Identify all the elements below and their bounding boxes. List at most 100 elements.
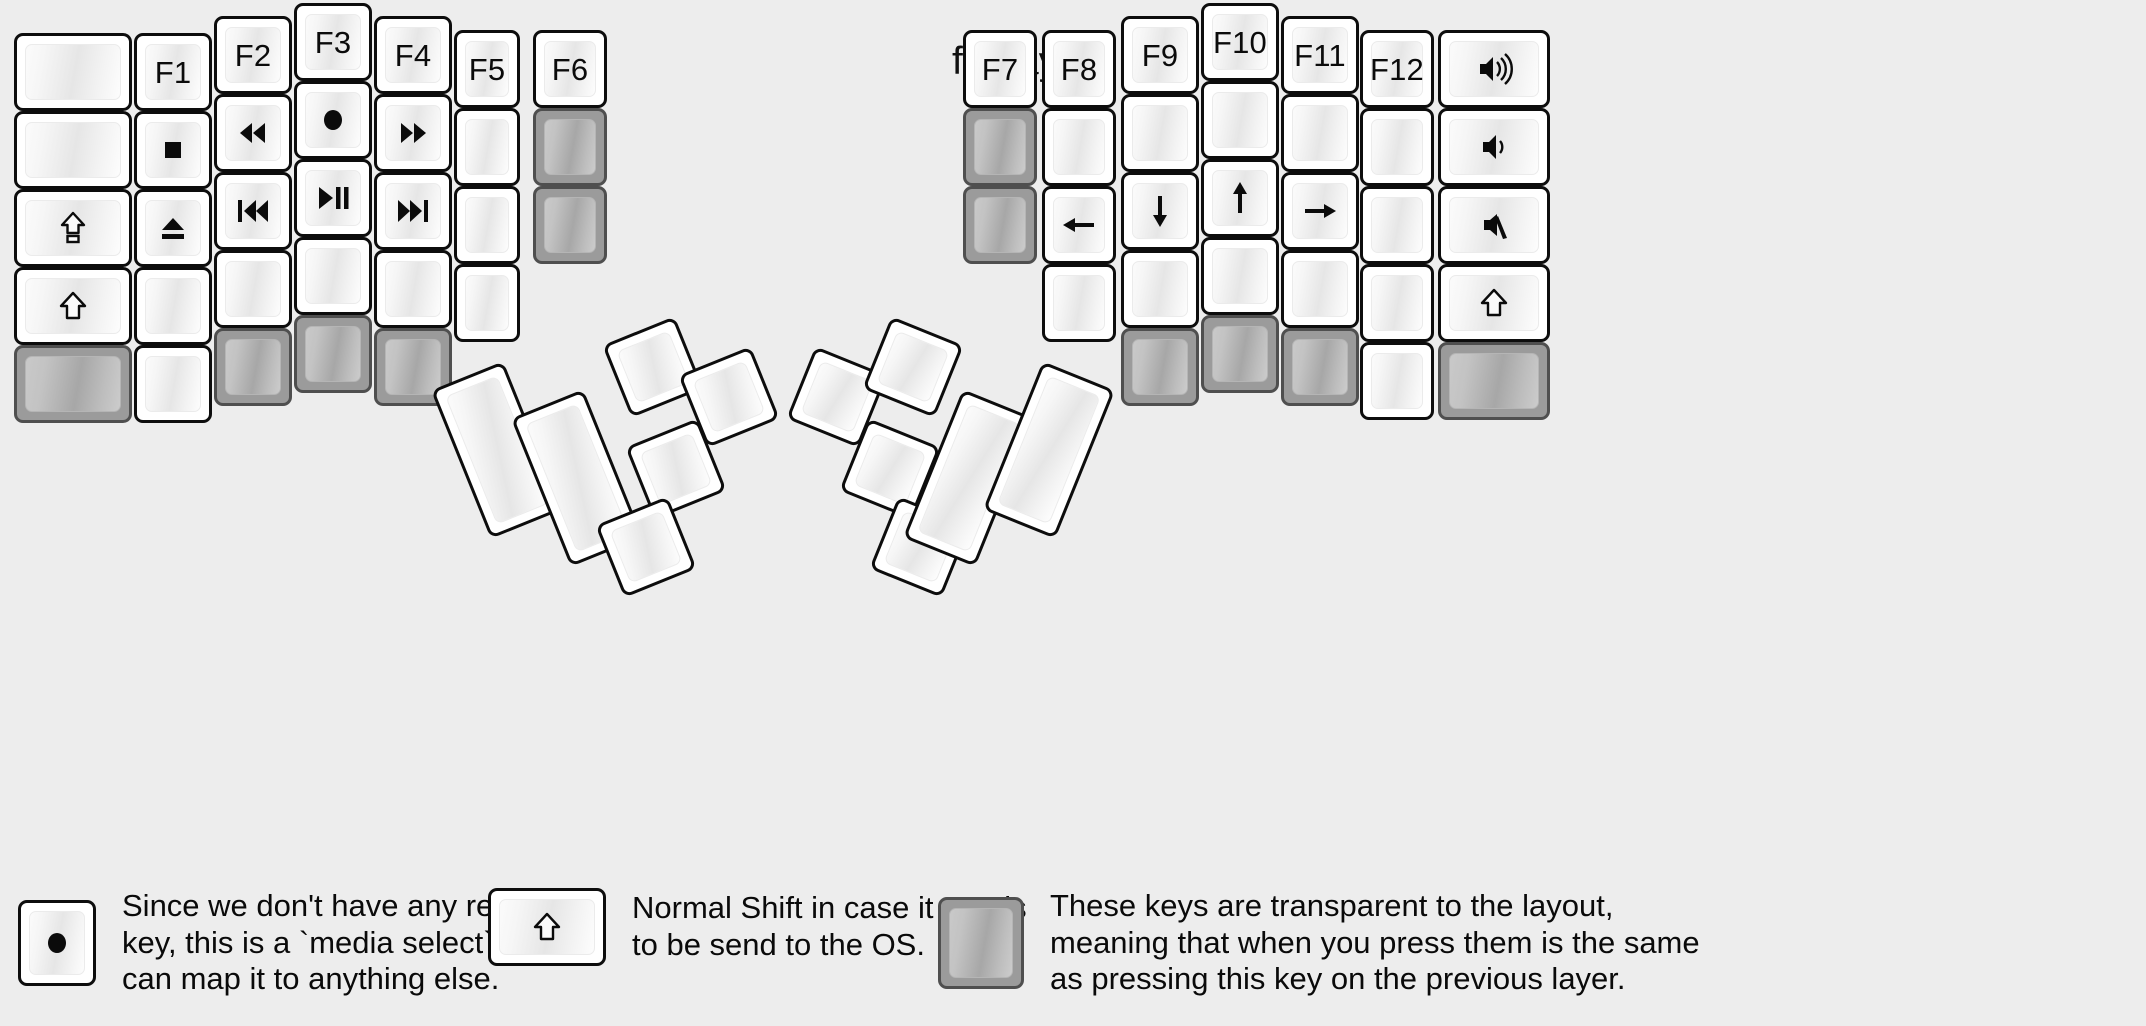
right-col-6-key-5[interactable] — [1360, 342, 1434, 420]
left-col-5-key-2[interactable] — [374, 94, 452, 172]
keycap-surface — [1292, 261, 1348, 317]
keycap-surface — [465, 41, 509, 97]
keycap-surface — [544, 41, 596, 97]
right-col-1-key-1[interactable]: F7 — [963, 30, 1037, 108]
keycap-surface — [225, 27, 281, 83]
right-col-7-key-2[interactable] — [1438, 108, 1550, 186]
legend-normal-shift-key[interactable] — [488, 888, 606, 966]
right-col-5-key-2[interactable] — [1281, 94, 1359, 172]
right-col-2-key-1[interactable]: F8 — [1042, 30, 1116, 108]
keycap-surface — [1132, 27, 1188, 83]
right-col-3-key-4[interactable] — [1121, 250, 1199, 328]
keycap-surface — [616, 330, 690, 404]
left-col-6-key-1[interactable]: F5 — [454, 30, 520, 108]
keycap-surface — [1371, 41, 1423, 97]
keycap-surface — [639, 432, 713, 506]
right-col-5-key-1[interactable]: F11 — [1281, 16, 1359, 94]
left-col-6-key-4[interactable] — [454, 264, 520, 342]
left-col-4-key-4[interactable] — [294, 237, 372, 315]
keycap-surface — [1449, 353, 1539, 409]
keycap-surface — [1292, 27, 1348, 83]
left-col-4-key-5[interactable] — [294, 315, 372, 393]
right-col-1-key-3[interactable] — [963, 186, 1037, 264]
left-col-1-key-5[interactable] — [14, 345, 132, 423]
left-col-5-key-5[interactable] — [374, 328, 452, 406]
left-col-6-key-3[interactable] — [454, 186, 520, 264]
keycap-surface — [876, 330, 950, 404]
left-col-1-key-1[interactable] — [14, 33, 132, 111]
keycap-surface — [1212, 248, 1268, 304]
right-col-2-key-4[interactable] — [1042, 264, 1116, 342]
left-col-5-key-4[interactable] — [374, 250, 452, 328]
right-col-3-key-1[interactable]: F9 — [1121, 16, 1199, 94]
right-col-6-key-4[interactable] — [1360, 264, 1434, 342]
left-col-7-key-1[interactable]: F6 — [533, 30, 607, 108]
keycap-surface — [1053, 197, 1105, 253]
right-col-7-key-5[interactable] — [1438, 342, 1550, 420]
right-col-6-key-3[interactable] — [1360, 186, 1434, 264]
left-col-3-key-3[interactable] — [214, 172, 292, 250]
keycap-surface — [385, 261, 441, 317]
right-col-3-key-5[interactable] — [1121, 328, 1199, 406]
left-col-5-key-1[interactable]: F4 — [374, 16, 452, 94]
left-col-2-key-2[interactable] — [134, 111, 212, 189]
right-col-5-key-5[interactable] — [1281, 328, 1359, 406]
right-col-3-key-2[interactable] — [1121, 94, 1199, 172]
legend-transparent-keys-key[interactable] — [938, 896, 1024, 989]
keycap-surface — [853, 432, 927, 506]
keycap-surface — [1449, 41, 1539, 97]
left-col-2-key-4[interactable] — [134, 267, 212, 345]
right-col-4-key-3[interactable] — [1201, 159, 1279, 237]
left-col-5-key-3[interactable] — [374, 172, 452, 250]
right-col-1-key-2[interactable] — [963, 108, 1037, 186]
keycap-surface — [1371, 119, 1423, 175]
right-col-6-key-2[interactable] — [1360, 108, 1434, 186]
right-col-5-key-3[interactable] — [1281, 172, 1359, 250]
left-col-3-key-5[interactable] — [214, 328, 292, 406]
left-col-4-key-2[interactable] — [294, 81, 372, 159]
right-col-2-key-3[interactable] — [1042, 186, 1116, 264]
left-col-6-key-2[interactable] — [454, 108, 520, 186]
keycap-surface — [544, 197, 596, 253]
left-col-3-key-4[interactable] — [214, 250, 292, 328]
keycap-surface — [1449, 275, 1539, 331]
right-col-6-key-1[interactable]: F12 — [1360, 30, 1434, 108]
left-col-7-key-2[interactable] — [533, 108, 607, 186]
right-col-4-key-1[interactable]: F10 — [1201, 3, 1279, 81]
right-col-2-key-2[interactable] — [1042, 108, 1116, 186]
right-col-4-key-2[interactable] — [1201, 81, 1279, 159]
right-col-7-key-3[interactable] — [1438, 186, 1550, 264]
right-col-7-key-4[interactable] — [1438, 264, 1550, 342]
right-col-3-key-3[interactable] — [1121, 172, 1199, 250]
right-col-4-key-4[interactable] — [1201, 237, 1279, 315]
left-col-3-key-2[interactable] — [214, 94, 292, 172]
keycap-surface — [1132, 339, 1188, 395]
left-col-7-key-3[interactable] — [533, 186, 607, 264]
legend-media-select-key[interactable] — [18, 899, 96, 986]
keycap-surface — [609, 510, 683, 584]
left-col-2-key-5[interactable] — [134, 345, 212, 423]
right-col-5-key-4[interactable] — [1281, 250, 1359, 328]
keycap-surface — [145, 278, 201, 334]
left-col-1-key-3[interactable] — [14, 189, 132, 267]
keycap-surface — [800, 360, 874, 434]
keycap-surface — [1371, 275, 1423, 331]
right-col-4-key-5[interactable] — [1201, 315, 1279, 393]
right-thumb-key-2[interactable] — [862, 316, 964, 418]
keycap-surface — [25, 200, 121, 256]
keycap-surface — [997, 375, 1101, 525]
shift-icon — [527, 907, 567, 947]
left-col-3-key-1[interactable]: F2 — [214, 16, 292, 94]
left-col-1-key-4[interactable] — [14, 267, 132, 345]
keycap-surface — [1132, 105, 1188, 161]
legend-transparent-keys-text: These keys are transparent to the layout… — [1050, 888, 1700, 997]
keycap-surface — [385, 339, 441, 395]
left-col-2-key-3[interactable] — [134, 189, 212, 267]
left-col-1-key-2[interactable] — [14, 111, 132, 189]
keycap-surface — [974, 41, 1026, 97]
keycap-surface — [225, 339, 281, 395]
left-col-4-key-1[interactable]: F3 — [294, 3, 372, 81]
right-col-7-key-1[interactable] — [1438, 30, 1550, 108]
left-col-4-key-3[interactable] — [294, 159, 372, 237]
left-col-2-key-1[interactable]: F1 — [134, 33, 212, 111]
